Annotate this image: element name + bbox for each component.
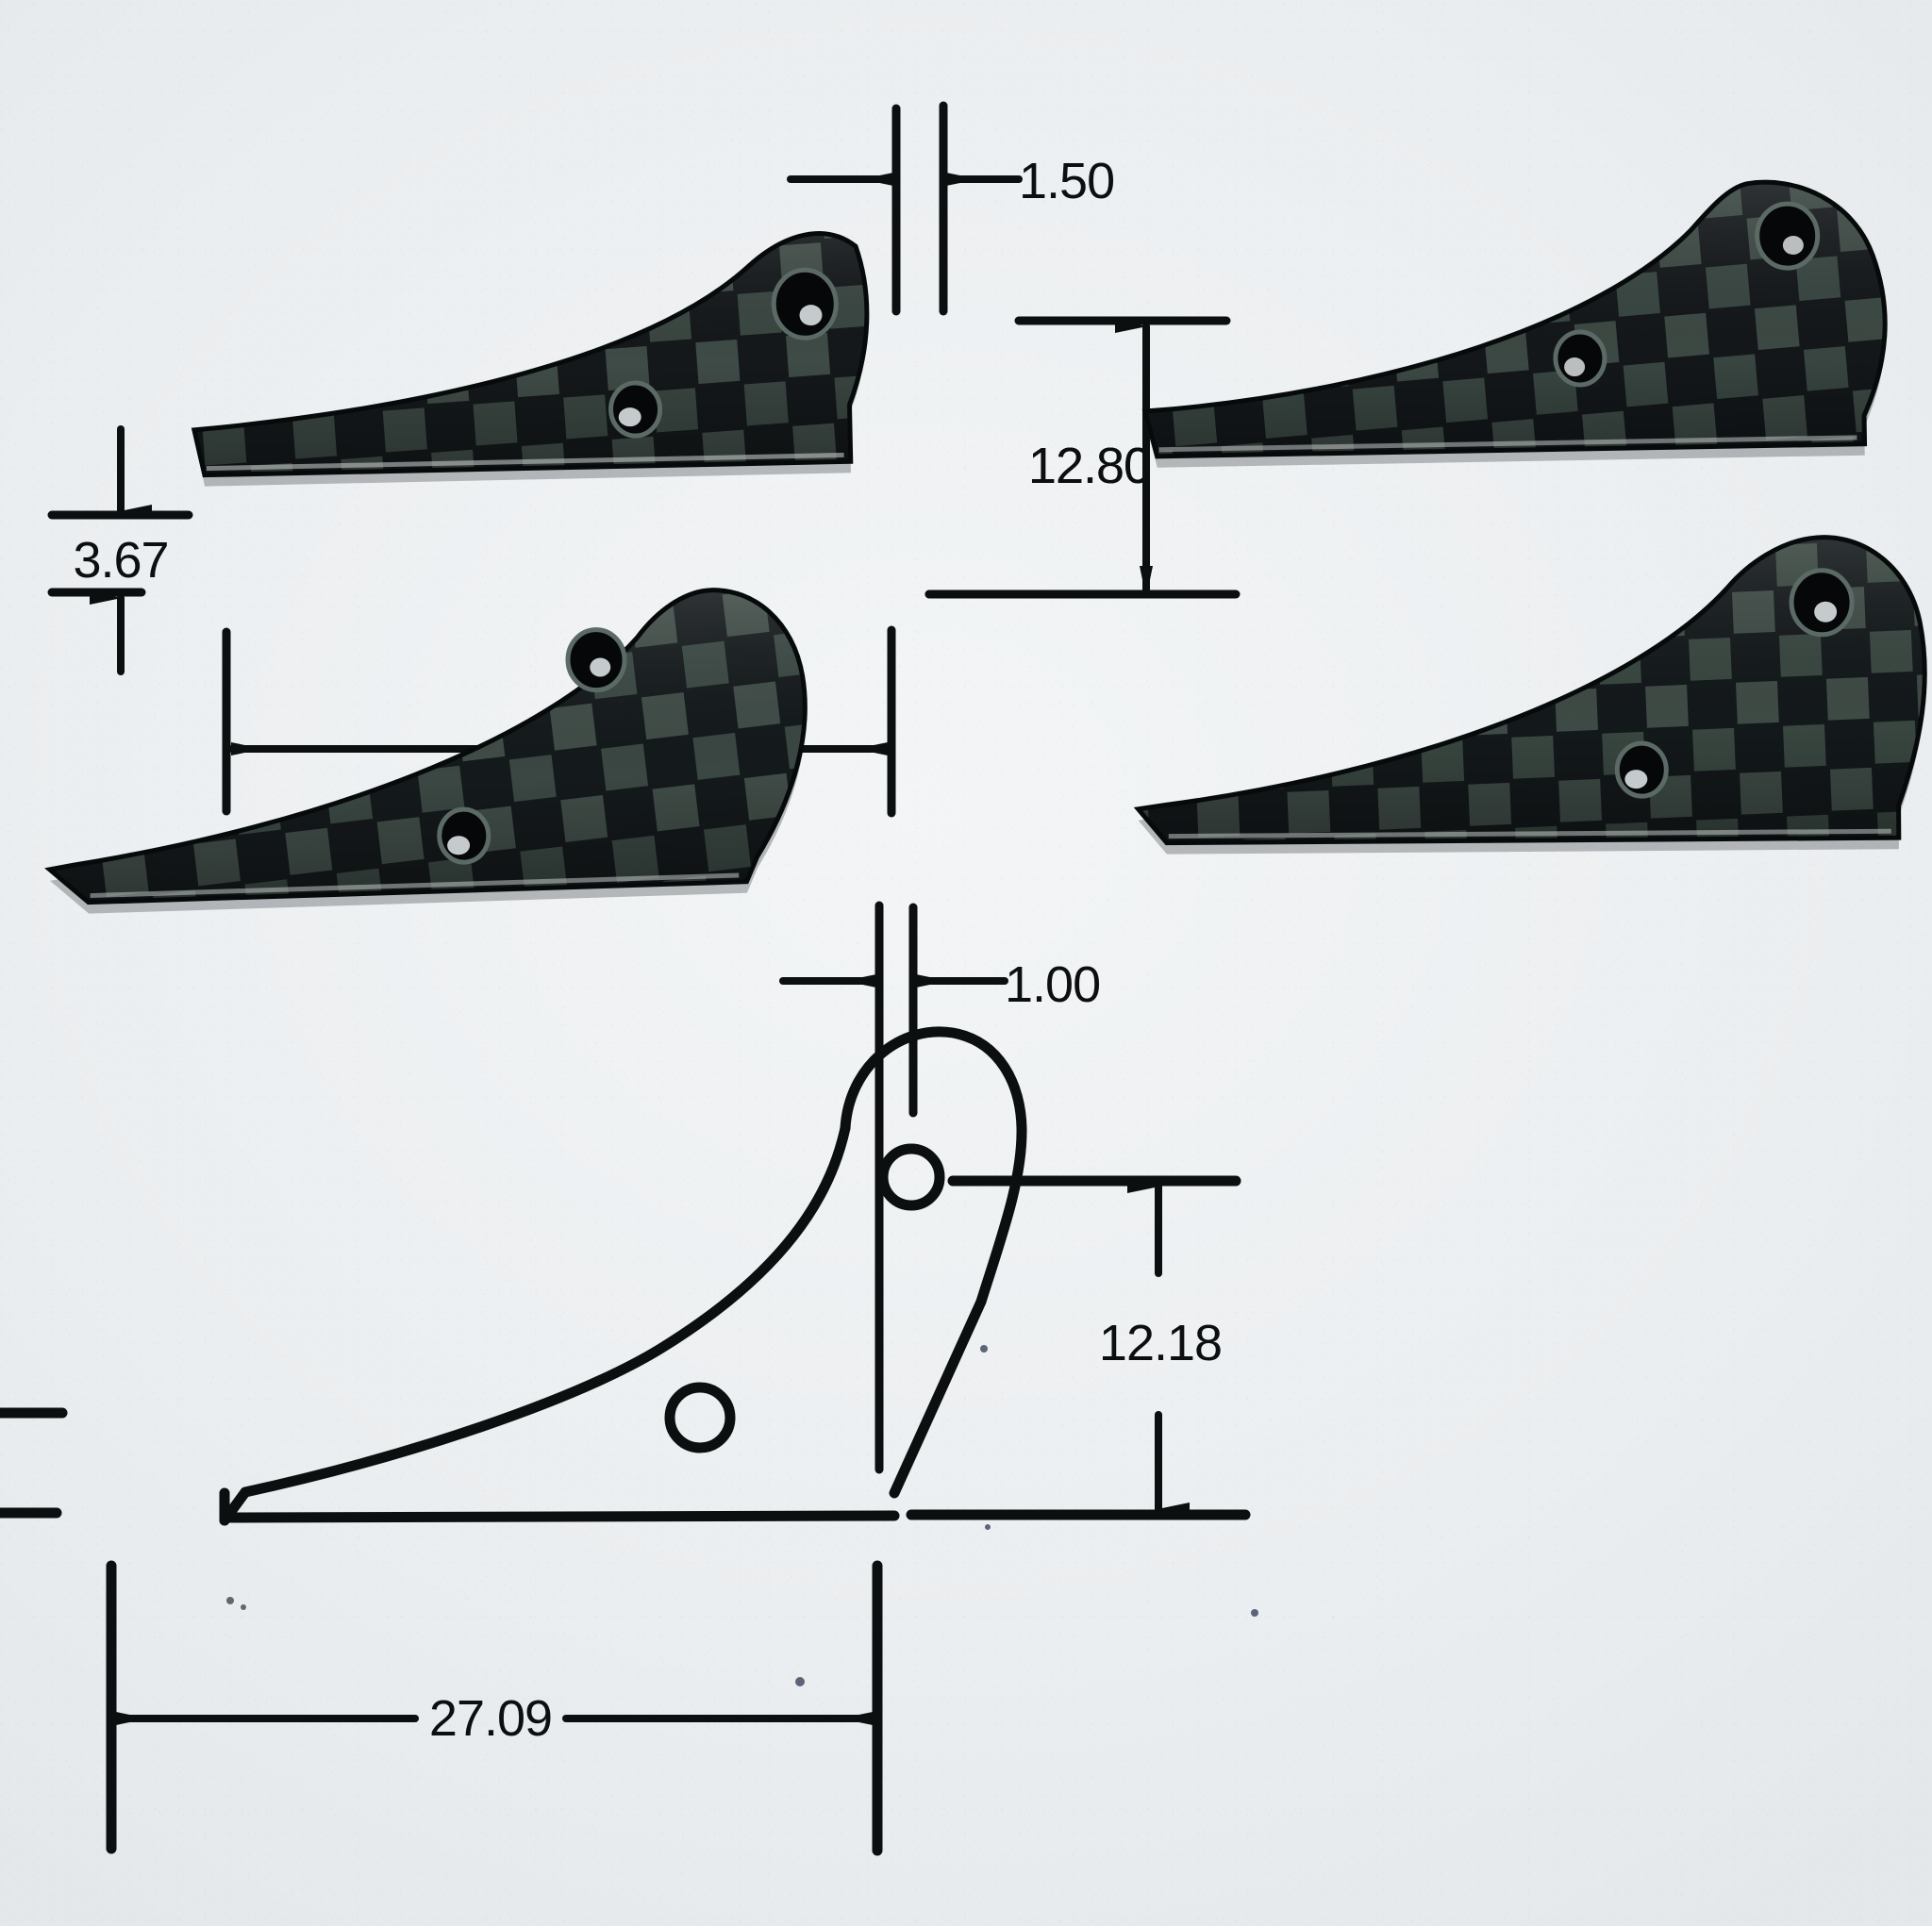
dim-12-18-extension-lines bbox=[906, 1175, 1251, 1520]
upper-pivot-hole bbox=[877, 1143, 945, 1211]
mount-hole bbox=[1553, 329, 1607, 388]
pivot-hole bbox=[1755, 201, 1821, 271]
mount-hole-highlight bbox=[447, 836, 471, 855]
dim-label-1-00: 1.00 bbox=[1005, 956, 1100, 1013]
pivot-hole-highlight bbox=[1814, 601, 1838, 623]
mount-hole-highlight bbox=[1624, 770, 1648, 789]
dim-label-3-67: 3.67 bbox=[73, 532, 168, 589]
left-extension-stubs bbox=[0, 1407, 68, 1519]
mount-hole-highlight bbox=[618, 407, 641, 427]
mount-hole-highlight bbox=[1564, 357, 1586, 377]
part-body bbox=[190, 231, 871, 478]
lower-mount-hole bbox=[664, 1382, 736, 1453]
pivot-hole-highlight bbox=[1782, 235, 1804, 255]
part-body bbox=[42, 587, 811, 905]
carbon-horn-top-left bbox=[48, 190, 871, 584]
dim-label-12-80: 12.80 bbox=[1028, 438, 1151, 494]
mount-hole bbox=[1614, 740, 1669, 799]
dim-1-00-witness-lines bbox=[874, 901, 918, 1474]
pivot-hole-highlight bbox=[590, 657, 611, 677]
mount-hole bbox=[437, 806, 491, 865]
pivot-hole bbox=[771, 267, 839, 340]
pivot-hole-highlight bbox=[799, 305, 823, 326]
dim-1-50-witness-lines bbox=[891, 101, 948, 316]
dim-26-25-witness-lines bbox=[222, 625, 896, 818]
dim-label-1-50: 1.50 bbox=[1019, 153, 1114, 209]
carbon-horn-bottom-right bbox=[1092, 521, 1932, 941]
dim-27-09-witness-lines bbox=[106, 1560, 883, 1856]
dim-label-12-18: 12.18 bbox=[1099, 1315, 1222, 1371]
control-horn-outline bbox=[219, 1026, 1027, 1526]
carbon-horn-top-right bbox=[1106, 167, 1932, 558]
dim-label-27-09: 27.09 bbox=[429, 1690, 552, 1747]
carbon-horn-middle-left bbox=[0, 562, 837, 1004]
